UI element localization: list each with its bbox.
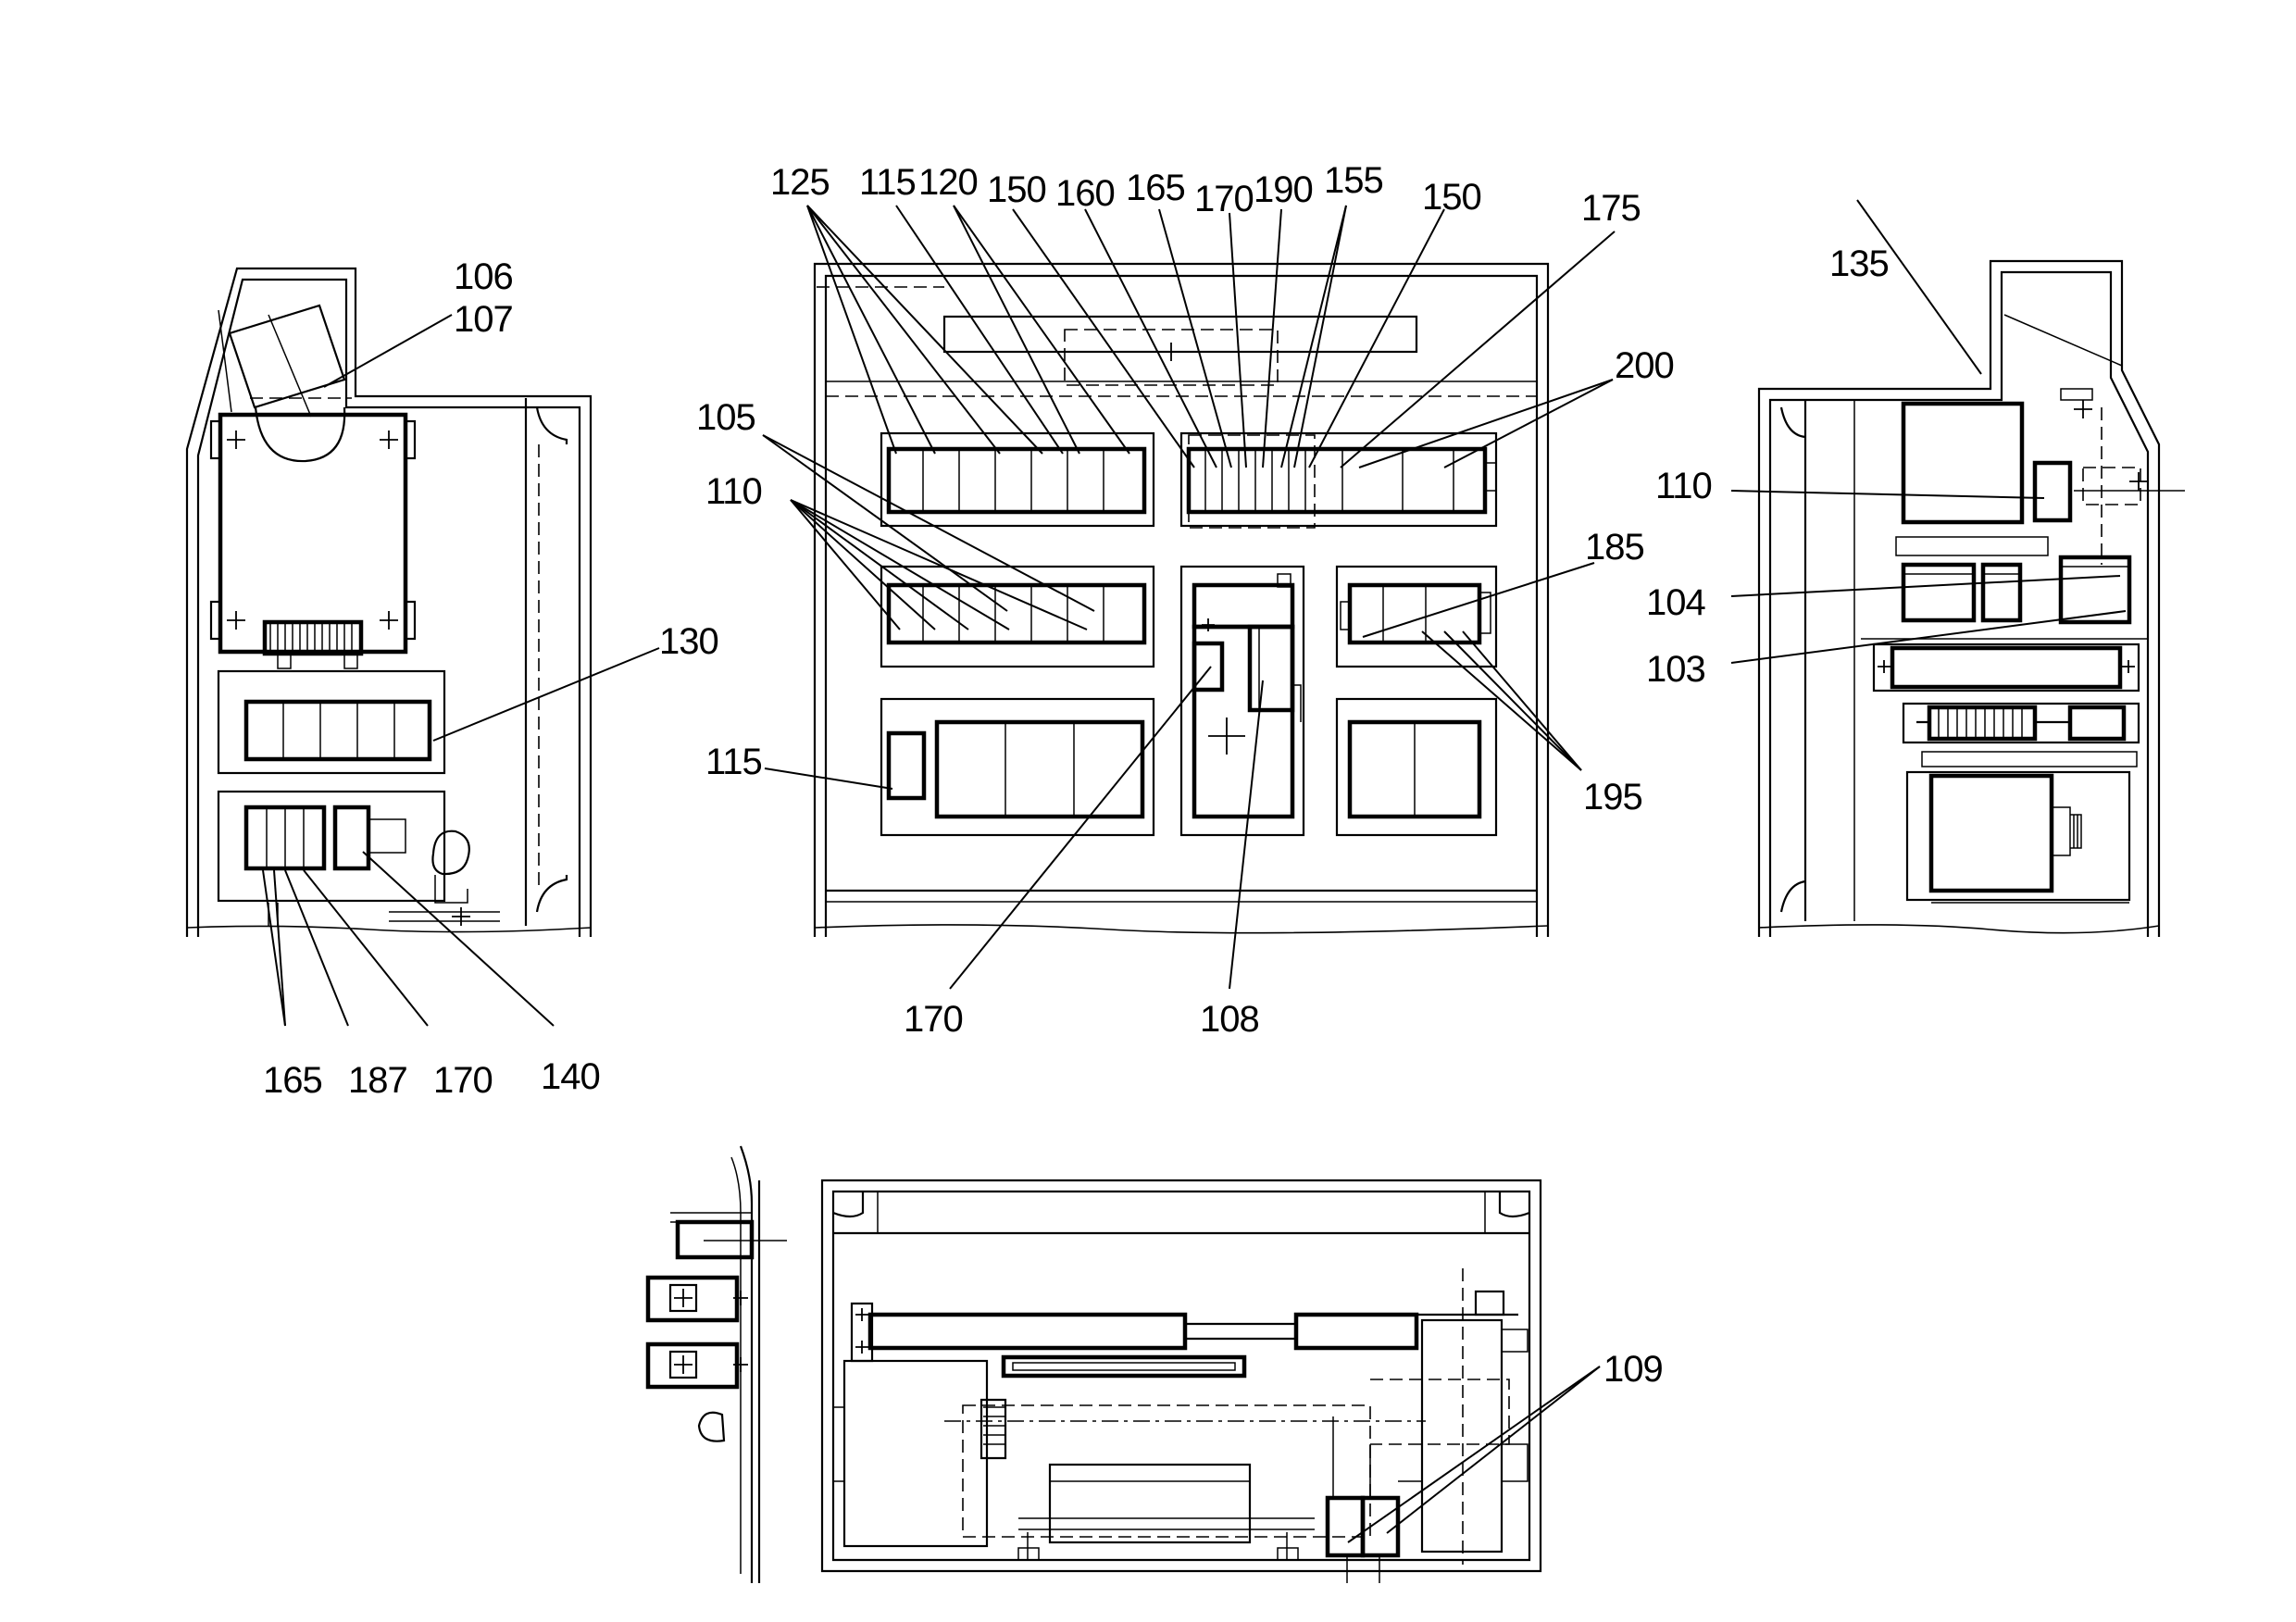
reference-labels: 106 107 130 165 187 170 140 125 115 120 … [263, 160, 1890, 1390]
label-125: 125 [770, 162, 830, 203]
label-107: 107 [454, 299, 513, 340]
left-side-view [185, 267, 593, 937]
label-135: 135 [1829, 243, 1889, 284]
label-185: 185 [1585, 527, 1644, 568]
label-155: 155 [1324, 160, 1383, 201]
label-106: 106 [454, 256, 513, 297]
label-175: 175 [1581, 188, 1641, 229]
leader-lines [262, 199, 2127, 1543]
label-190: 190 [1254, 169, 1313, 210]
label-195: 195 [1583, 777, 1642, 817]
label-104: 104 [1646, 582, 1705, 623]
label-110-centre: 110 [705, 471, 762, 512]
label-150-top-left: 150 [987, 169, 1046, 210]
label-103: 103 [1646, 649, 1705, 690]
label-108: 108 [1200, 999, 1259, 1040]
label-115-mid: 115 [705, 742, 762, 782]
label-187: 187 [348, 1060, 407, 1101]
label-170-top: 170 [1194, 179, 1254, 219]
front-view [813, 262, 1550, 937]
label-130: 130 [659, 621, 718, 662]
label-160: 160 [1055, 173, 1115, 214]
label-120: 120 [918, 162, 978, 203]
label-140: 140 [541, 1056, 600, 1097]
label-115-top: 115 [859, 162, 916, 203]
label-170-left: 170 [433, 1060, 493, 1101]
label-170-bottom: 170 [904, 999, 963, 1040]
label-109: 109 [1603, 1349, 1663, 1390]
right-side-view [1757, 259, 2185, 937]
label-200: 200 [1615, 345, 1674, 386]
label-105: 105 [696, 397, 755, 438]
label-110-right: 110 [1655, 466, 1712, 506]
label-165-left: 165 [263, 1060, 322, 1101]
label-165-top: 165 [1126, 168, 1185, 208]
bottom-view [645, 1145, 1542, 1583]
label-150-top-right: 150 [1422, 177, 1481, 218]
